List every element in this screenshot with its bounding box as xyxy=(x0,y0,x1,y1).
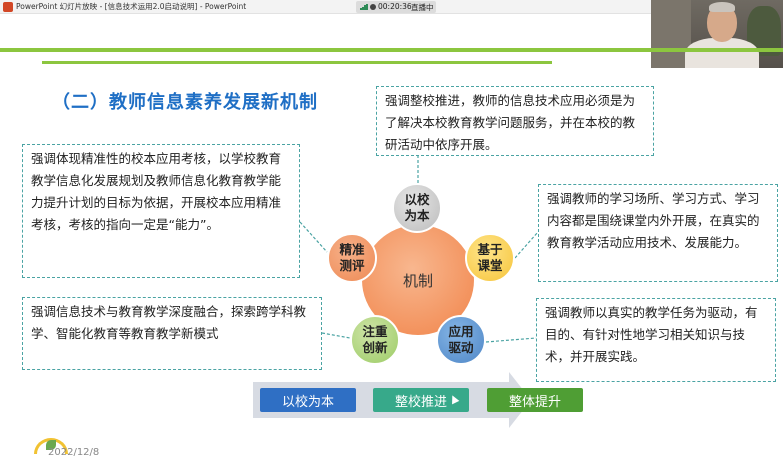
node-classroom-based: 基于 课堂 xyxy=(465,233,515,283)
signal-icon xyxy=(360,4,368,10)
box-precise-assessment: 强调体现精准性的校本应用考核，以学校教育教学信息化发展规划及教师信息化教育教学能… xyxy=(22,144,300,278)
node-school-based: 以校 为本 xyxy=(392,183,442,233)
center-label: 机制 xyxy=(402,271,433,290)
step-overall-improvement: 整体提升 xyxy=(487,388,583,412)
node-application-driven: 应用 驱动 xyxy=(436,315,486,365)
powerpoint-icon xyxy=(3,2,13,12)
slide-date: 2022/12/8 xyxy=(48,447,100,458)
window-title: PowerPoint 幻灯片放映 - [信息技术运用2.0启动说明] - Pow… xyxy=(16,2,247,11)
meeting-status-bar[interactable]: 00:20:36 直播中 xyxy=(356,1,436,13)
school-logo-icon xyxy=(34,436,68,456)
box-whole-school: 强调整校推进，教师的信息技术应用必须是为了解决本校教育教学问题服务，并在本校的教… xyxy=(376,86,654,156)
box-classroom-based: 强调教师的学习场所、学习方式、学习内容都是围绕课堂内外开展，在真实的教育教学活动… xyxy=(538,184,778,282)
step-school-based: 以校为本 xyxy=(260,388,356,412)
box-application-driven: 强调教师以真实的教学任务为驱动，有目的、有针对性地学习相关知识与技术，并开展实践… xyxy=(536,298,776,382)
node-innovation: 注重 创新 xyxy=(350,315,400,365)
slide-title: （二）教师信息素养发展新机制 xyxy=(52,92,318,113)
step-whole-school: 整校推进 xyxy=(373,388,469,412)
webcam-preview[interactable] xyxy=(651,0,783,68)
title-underline-bar xyxy=(42,61,552,64)
node-precise-assessment: 精准 测评 xyxy=(327,233,377,283)
box-innovation: 强调信息技术与教育教学深度融合，探索跨学科教学、智能化教育等教育教学新模式 xyxy=(22,297,322,370)
slide-top-bar xyxy=(0,48,783,52)
clock-icon xyxy=(370,4,376,10)
live-status: 直播中 xyxy=(411,3,434,12)
meeting-timer: 00:20:36 xyxy=(378,2,412,11)
